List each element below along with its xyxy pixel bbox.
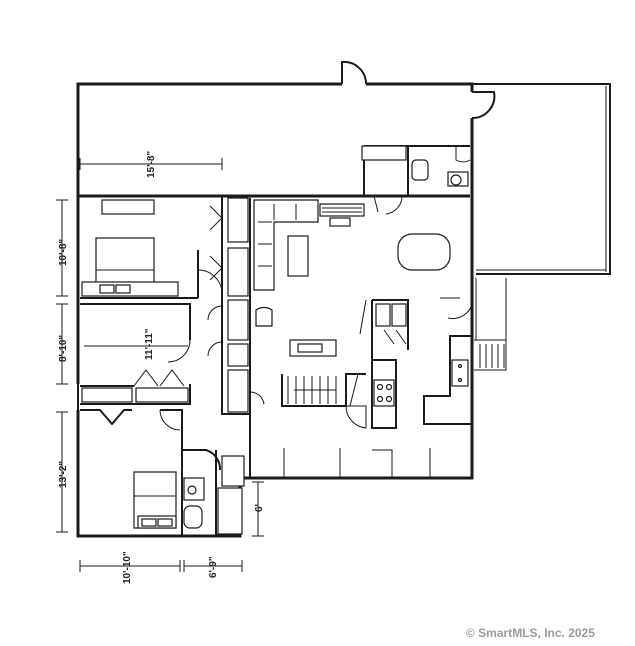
deck-outline xyxy=(472,83,611,371)
dim-garage-width: 15'-8" xyxy=(146,151,157,178)
bedroom-1 xyxy=(80,199,223,299)
hall-bath xyxy=(182,449,245,536)
dim-bath-depth: 6' xyxy=(254,504,265,512)
dim-bottom-left-width: 10'-10" xyxy=(122,551,133,584)
kitchen xyxy=(359,233,473,429)
bottom-details xyxy=(283,448,431,478)
hall-closets xyxy=(207,196,265,415)
garage-outline xyxy=(76,60,496,198)
watermark: © SmartMLS, Inc. 2025 xyxy=(466,626,595,640)
dim-bath-width: 6'-9" xyxy=(208,556,219,578)
dim-bedroom1-depth: 10'-8" xyxy=(58,239,69,266)
dimension-lines xyxy=(56,158,264,572)
dim-bedroom3-depth: 13'-2" xyxy=(58,461,69,488)
bedroom-3 xyxy=(80,409,183,536)
dim-bedroom2-depth: 8'-10" xyxy=(58,335,69,362)
dim-bedroom2-width: 11'-11" xyxy=(144,328,155,360)
living-room xyxy=(249,195,403,478)
stairs xyxy=(281,339,367,429)
bedroom-2 xyxy=(80,303,191,405)
garage-bath xyxy=(361,145,471,196)
